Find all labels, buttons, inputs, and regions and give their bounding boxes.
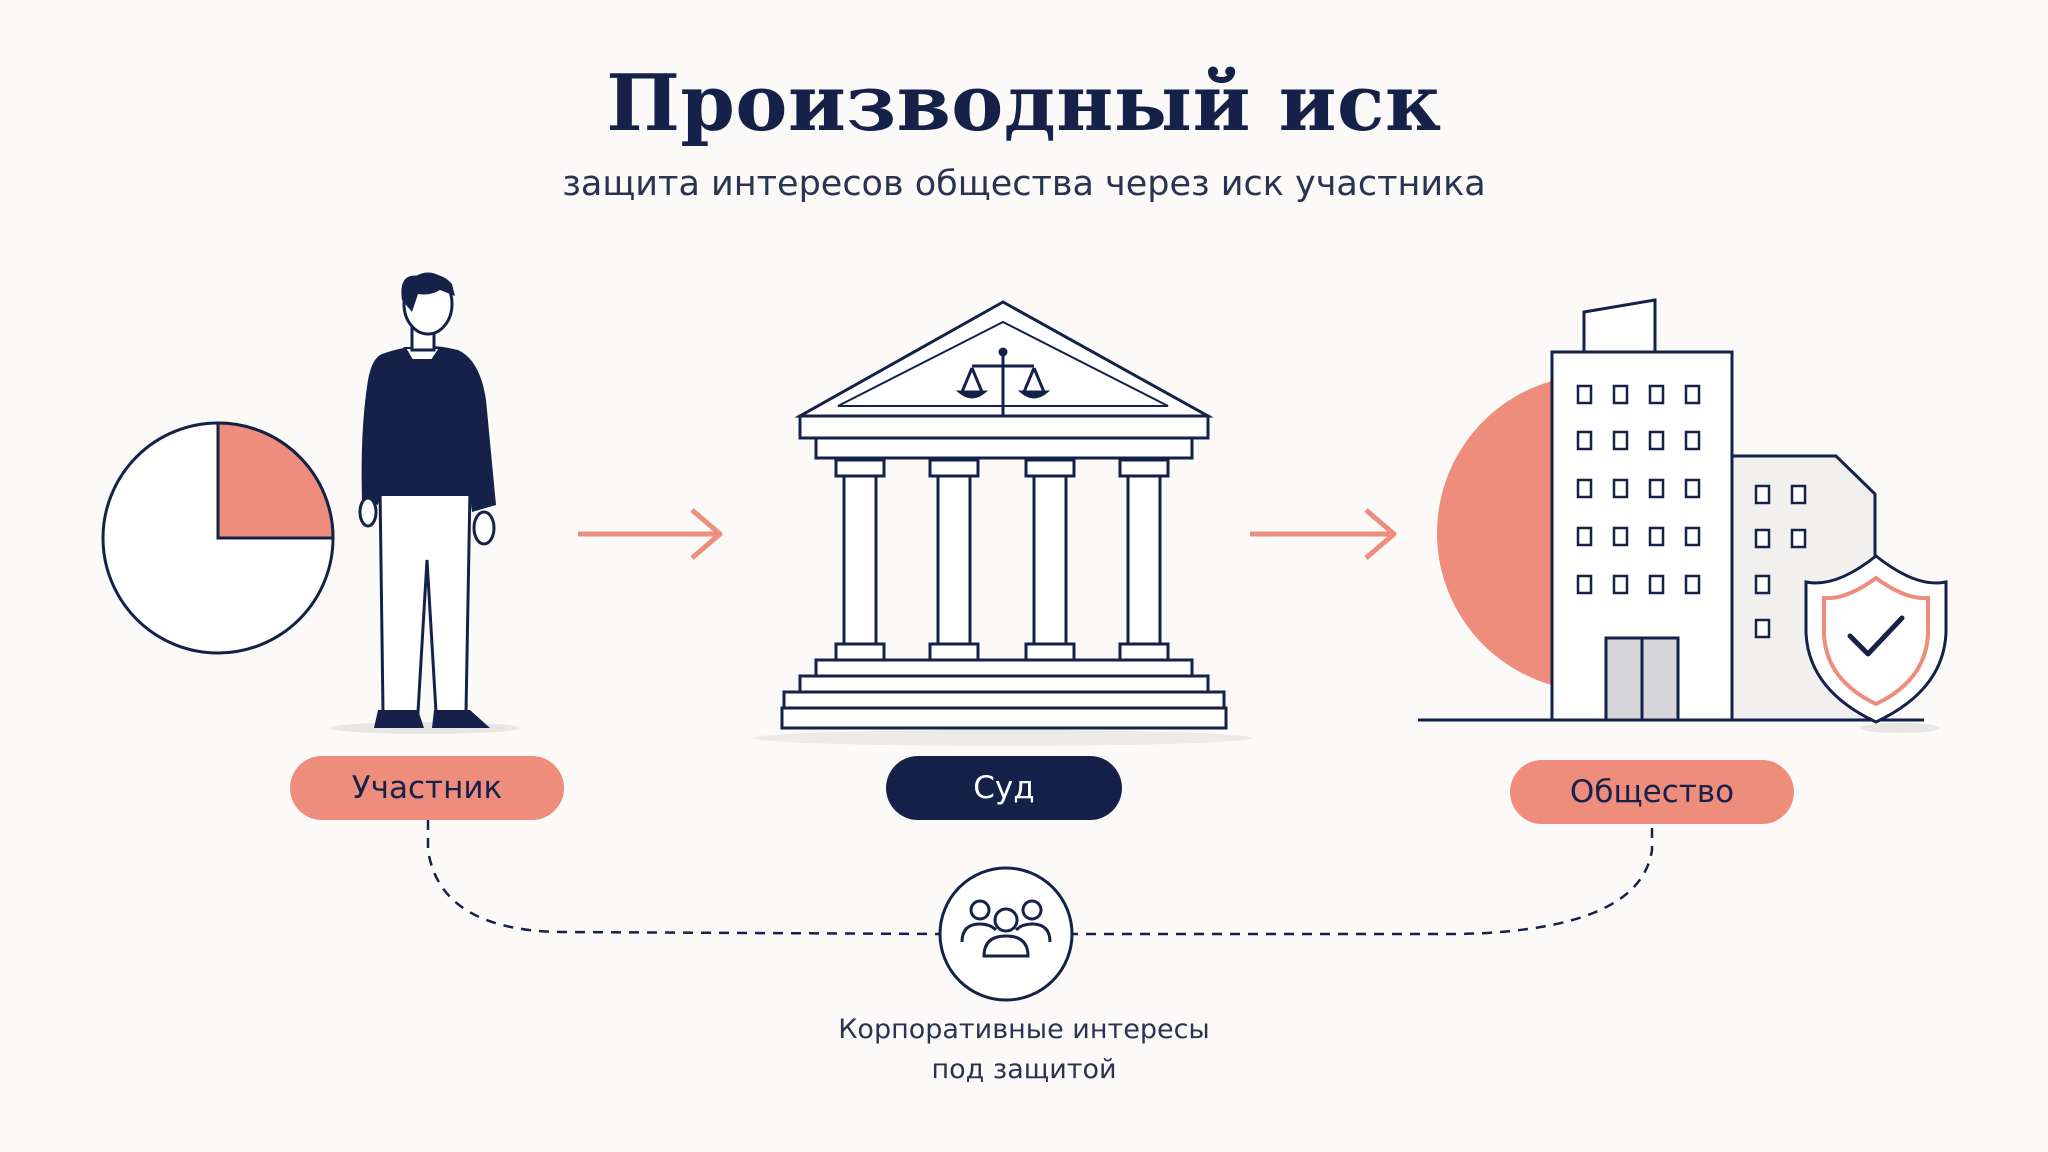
caption-line-1: Корпоративные интересы: [838, 1014, 1210, 1045]
node-company: Общество: [1510, 760, 1794, 824]
shield-check-icon: [1804, 554, 1948, 724]
scales-icon: [955, 347, 1051, 418]
caption-line-2: под защитой: [931, 1054, 1117, 1085]
page-subtitle: защита интересов общества через иск учас…: [562, 164, 1486, 204]
arrow-to-company: [1250, 508, 1397, 560]
node-court: Суд: [886, 756, 1122, 820]
page-title: Производный иск: [606, 58, 1442, 149]
person-figure-icon: [330, 272, 520, 734]
courthouse-icon: [753, 300, 1253, 746]
pie-share-icon: [101, 421, 335, 655]
group-people-icon: [938, 866, 1074, 1002]
node-participant: Участник: [290, 756, 564, 820]
dashed-connector: [426, 820, 1654, 936]
group-caption: Корпоративные интересы под защитой: [724, 1010, 1324, 1090]
arrow-to-court: [578, 508, 723, 560]
office-building-icon: [1418, 298, 1940, 733]
